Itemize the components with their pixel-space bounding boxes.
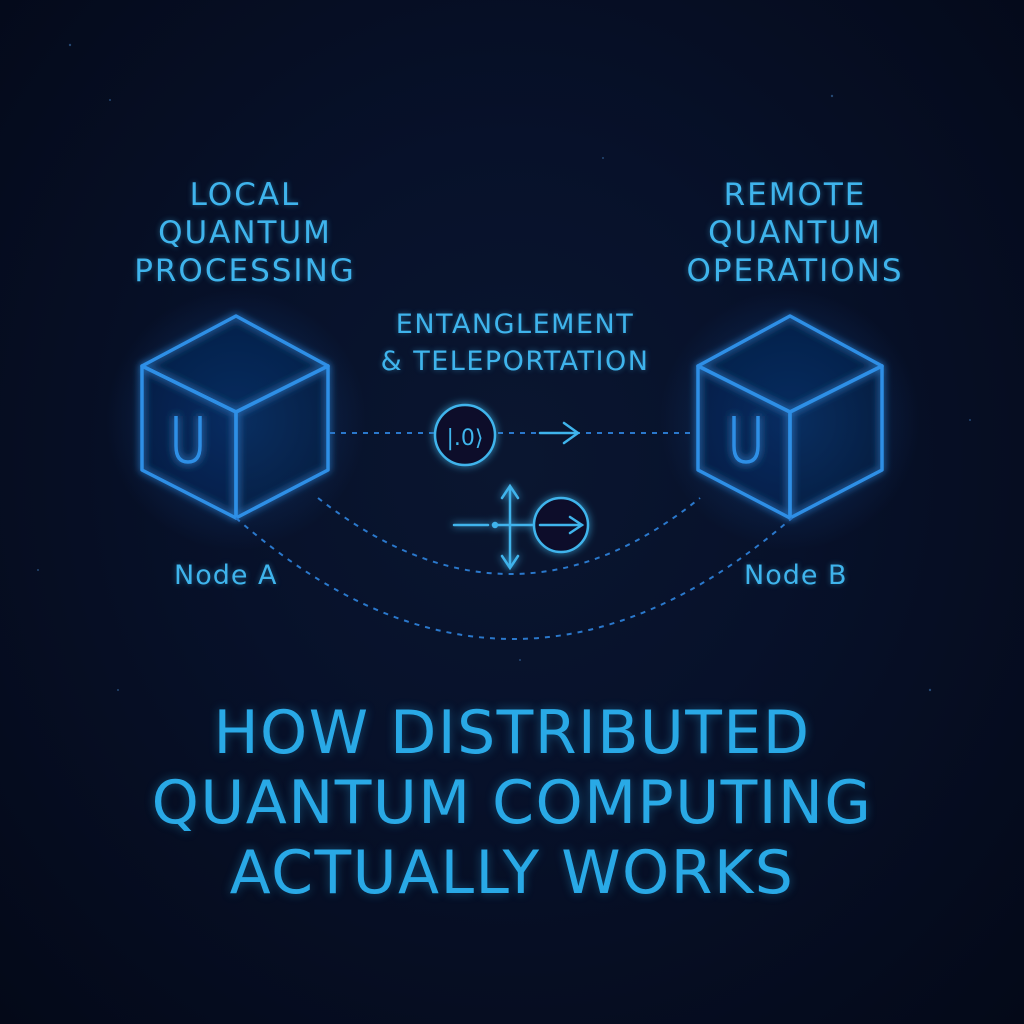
background-stars — [37, 43, 971, 692]
arrow-right-icon — [538, 421, 581, 445]
node-b-cube-icon — [696, 314, 884, 520]
node-a-cube-icon — [140, 314, 330, 520]
local-label-line-2: QUANTUM — [158, 215, 332, 251]
bloch-vector-icon — [452, 483, 590, 571]
qubit-symbol-text: |.0⟩ — [447, 426, 484, 451]
title-line-1: HOW DISTRIBUTED — [213, 698, 811, 768]
qubit-circle-icon: |.0⟩ — [433, 403, 497, 467]
local-label-line-3: PROCESSING — [134, 253, 356, 289]
remote-label-line-3: OPERATIONS — [686, 253, 904, 289]
node-b-label: Node B — [744, 560, 848, 591]
entanglement-label-line-2: & TELEPORTATION — [380, 346, 650, 377]
remote-operations-label: REMOTE QUANTUM OPERATIONS — [645, 176, 945, 290]
entanglement-label: ENTANGLEMENT & TELEPORTATION — [340, 306, 690, 380]
remote-label-line-1: REMOTE — [723, 177, 867, 213]
remote-label-line-2: QUANTUM — [708, 215, 882, 251]
local-label-line-1: LOCAL — [189, 177, 301, 213]
page-title: HOW DISTRIBUTED QUANTUM COMPUTING ACTUAL… — [60, 698, 964, 908]
entanglement-links — [235, 432, 793, 640]
entanglement-label-line-1: ENTANGLEMENT — [395, 309, 635, 340]
title-line-2: QUANTUM COMPUTING — [151, 768, 873, 838]
node-a-label: Node A — [174, 560, 278, 591]
local-processing-label: LOCAL QUANTUM PROCESSING — [100, 176, 390, 290]
title-line-3: ACTUALLY WORKS — [229, 838, 795, 908]
